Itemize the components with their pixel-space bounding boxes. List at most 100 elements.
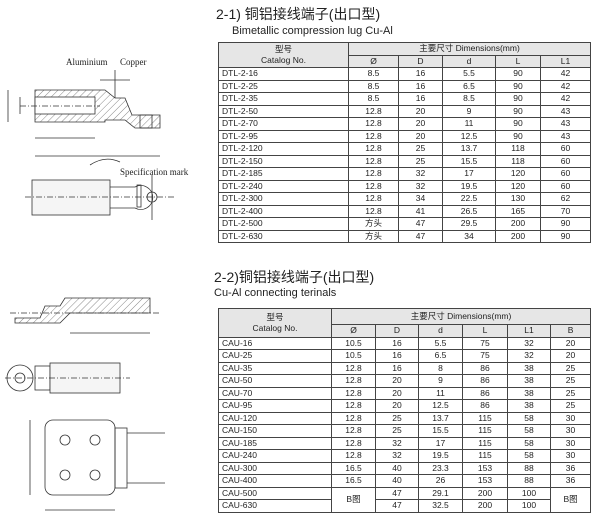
dimension-cell: 38 — [507, 399, 551, 413]
dimension-cell: 25 — [398, 154, 443, 168]
dimension-cell: 12.8 — [348, 104, 399, 118]
catalog-no-cell: DTL-2-50 — [218, 104, 349, 118]
catalog-no-cell: CAU-185 — [218, 436, 332, 450]
dimension-cell: 38 — [507, 374, 551, 388]
dimension-cell: 25 — [549, 361, 592, 375]
catalog-no-cell: DTL-2-240 — [218, 179, 349, 193]
dimension-cell: 115 — [462, 424, 508, 438]
catalog-no-cell: CAU-400 — [218, 474, 332, 488]
dimension-cell: 100 — [507, 499, 551, 513]
dimension-cell: 8.5 — [442, 92, 496, 106]
dimension-cell: 16 — [398, 92, 443, 106]
dimension-cell: 25 — [398, 142, 443, 156]
dimension-cell: 42 — [539, 79, 592, 93]
dimension-cell: 12.8 — [331, 386, 376, 400]
dimension-cell: 12.8 — [348, 204, 399, 218]
dimension-cell: 100 — [507, 486, 551, 500]
dimension-cell: 165 — [495, 204, 541, 218]
dimension-cell: 120 — [495, 167, 541, 181]
dimension-cell: 20 — [375, 374, 419, 388]
dimensions-header: 主要尺寸 Dimensions(mm) — [330, 308, 592, 325]
dimension-cell: 118 — [495, 154, 541, 168]
catalog-no-cell: CAU-120 — [218, 411, 332, 425]
dimension-cell: 12.8 — [331, 449, 376, 463]
dimension-cell: B图 — [549, 486, 592, 513]
dimension-cell: 75 — [462, 336, 508, 350]
dimension-cell: 16 — [375, 361, 419, 375]
dimension-cell: 20 — [398, 117, 443, 131]
dimension-cell: 115 — [462, 449, 508, 463]
copper-label: Copper — [120, 57, 147, 67]
catalog-no-cell: CAU-240 — [218, 449, 332, 463]
dimension-cell: 36 — [549, 461, 592, 475]
catalog-header-en: Catalog No. — [252, 322, 298, 333]
dimension-cell: 58 — [507, 436, 551, 450]
dimension-cell: 43 — [539, 117, 592, 131]
dimension-cell: 47 — [398, 217, 443, 231]
dimension-cell: 153 — [462, 474, 508, 488]
dimension-cell: 25 — [549, 374, 592, 388]
dimension-cell: 86 — [462, 399, 508, 413]
dimension-cell: 12.8 — [348, 179, 399, 193]
dimension-cell: 12.8 — [331, 424, 376, 438]
aluminium-label: Aluminium — [66, 57, 108, 67]
dimension-cell: 115 — [462, 436, 508, 450]
catalog-no-cell: CAU-630 — [218, 499, 332, 513]
dimension-cell: 130 — [495, 192, 541, 206]
catalog-no-cell: DTL-2-70 — [218, 117, 349, 131]
dimension-cell: 5.5 — [442, 67, 496, 81]
dimension-cell: 58 — [507, 424, 551, 438]
dimension-cell: 32.5 — [418, 499, 463, 513]
dimension-cell: 115 — [462, 411, 508, 425]
dimension-cell: 12.8 — [348, 154, 399, 168]
dimension-cell: 47 — [398, 229, 443, 243]
catalog-no-cell: CAU-25 — [218, 349, 332, 363]
dimension-cell: 方头 — [348, 217, 399, 231]
dimension-cell: 12.8 — [331, 374, 376, 388]
cau-terminal-drawing — [5, 297, 165, 511]
catalog-header-cn: 型号 — [266, 311, 284, 322]
dimension-cell: 8.5 — [348, 79, 399, 93]
dimension-cell: 88 — [507, 474, 551, 488]
catalog-no-cell: CAU-300 — [218, 461, 332, 475]
dimension-cell: 34 — [398, 192, 443, 206]
dimension-cell: 20 — [549, 349, 592, 363]
dimension-cell: 30 — [549, 424, 592, 438]
dimension-cell: 60 — [539, 142, 592, 156]
dimension-cell: 90 — [495, 92, 541, 106]
dimension-cell: 17 — [442, 167, 496, 181]
dimension-cell: 34 — [442, 229, 496, 243]
dimension-cell: B图 — [331, 486, 376, 513]
catalog-no-cell: DTL-2-25 — [218, 79, 349, 93]
dimension-cell: 12.8 — [331, 411, 376, 425]
dimension-cell: 200 — [462, 486, 508, 500]
catalog-no-cell: DTL-2-95 — [218, 129, 349, 143]
catalog-no-cell: CAU-500 — [218, 486, 332, 500]
dimension-cell: 30 — [549, 449, 592, 463]
dimension-cell: 120 — [495, 179, 541, 193]
dimension-cell: 38 — [507, 361, 551, 375]
dimension-cell: 12.8 — [348, 117, 399, 131]
dimension-cell: 38 — [507, 386, 551, 400]
column-header-2: d — [442, 54, 496, 68]
dimension-cell: 70 — [539, 204, 592, 218]
dimension-cell: 200 — [495, 217, 541, 231]
catalog-header: 型号 Catalog No. — [218, 42, 349, 68]
catalog-no-cell: DTL-2-150 — [218, 154, 349, 168]
dimension-cell: 200 — [495, 229, 541, 243]
section1-subtitle: Bimetallic compression lug Cu-Al — [232, 25, 393, 37]
dimension-cell: 22.5 — [442, 192, 496, 206]
dimension-cell: 25 — [375, 411, 419, 425]
column-header-1: D — [398, 54, 443, 68]
dimension-cell: 90 — [495, 129, 541, 143]
